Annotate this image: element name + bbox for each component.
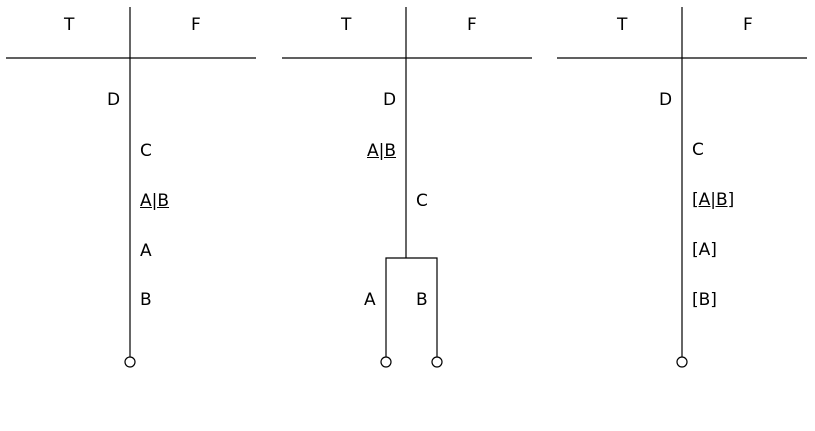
tableau-3-true-entry: D: [659, 90, 673, 110]
tableau-1-header-true: T: [64, 15, 75, 35]
tableau-2-false-entry: C: [416, 191, 428, 211]
tableau-3-false-entry: [A]: [692, 240, 717, 260]
tableau-1-false-entry: C: [140, 141, 152, 161]
tableau-2-right-branch-entry: B: [416, 290, 428, 310]
tableau-1-false-entry: B: [140, 290, 152, 310]
tableau-3-header-false: F: [743, 15, 753, 35]
tableau-1-false-entry-underlined: A|B: [140, 191, 170, 211]
tableau-3-header-true: T: [617, 15, 628, 35]
tableau-3-leaf-open-circle: [676, 356, 688, 368]
tableau-2-right-leaf-open-circle: [431, 356, 443, 368]
tableau-3-false-entry-underlined: [A|B]: [692, 190, 735, 210]
tableau-3-false-entry: [B]: [692, 290, 717, 310]
tableau-3-false-entry: C: [692, 140, 704, 160]
tableau-2-left-leaf-open-circle: [380, 356, 392, 368]
tableau-2-left-branch-entry: A: [364, 290, 376, 310]
tableau-1-false-entry: A: [140, 241, 152, 261]
tableau-2-true-entry: D: [383, 90, 397, 110]
tableau-1-true-entry: D: [107, 90, 121, 110]
tableau-2-header-true: T: [341, 15, 352, 35]
tableau-2-header-false: F: [467, 15, 477, 35]
tableau-1-header-false: F: [191, 15, 201, 35]
tableau-1-leaf-open-circle: [124, 356, 136, 368]
tableau-2-branch-fork: [385, 257, 438, 357]
tableau-2-true-entry-underlined: A|B: [367, 141, 397, 161]
